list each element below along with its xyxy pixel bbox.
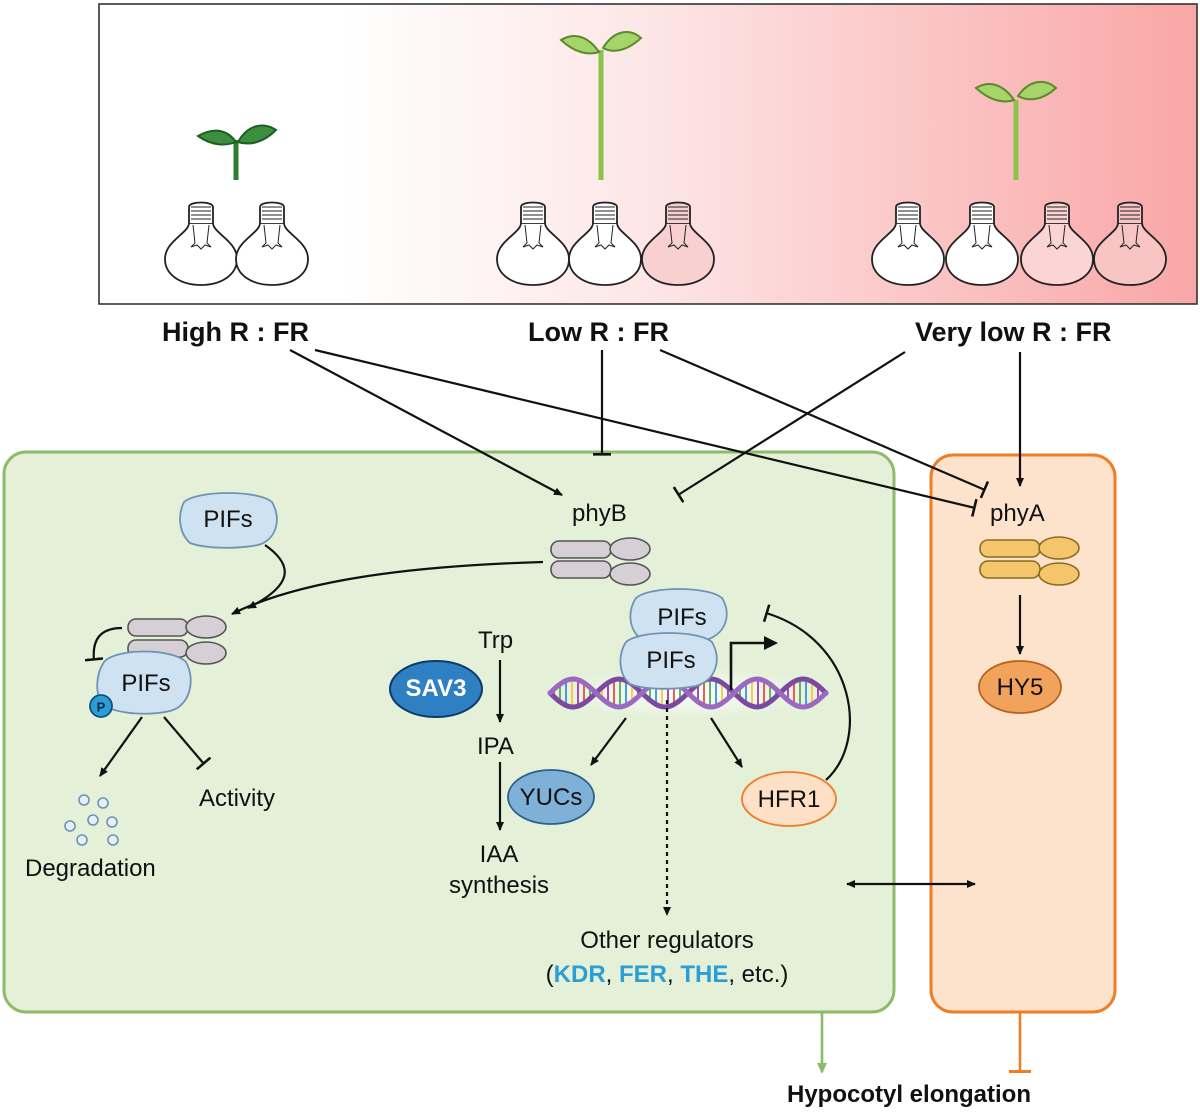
phyB-pathway-panel xyxy=(2,450,896,1014)
condition-high-label: High R : FR xyxy=(162,317,309,347)
phyB-label: phyB xyxy=(572,500,627,527)
seedling-icon xyxy=(974,80,1058,180)
dna-helix-icon xyxy=(544,667,832,719)
hfr1-node xyxy=(741,771,837,827)
photoreceptor-icon xyxy=(979,536,1080,586)
other-regulators-list: (KDR, FER, THE, etc.) xyxy=(546,963,789,987)
hfr1-label: HFR1 xyxy=(757,786,821,813)
phosphate-marker xyxy=(89,694,113,718)
pifs-label-bound: PIFs xyxy=(121,670,171,697)
light-bulb-icon xyxy=(164,201,238,286)
condition-very-low-label: Very low R : FR xyxy=(915,317,1112,347)
light-bulb-icon xyxy=(1020,201,1094,286)
photoreceptor-icon xyxy=(127,615,227,665)
condition-low-label: Low R : FR xyxy=(528,317,669,347)
phyA-label: phyA xyxy=(990,500,1045,527)
light-bulb-icon xyxy=(496,201,570,286)
light-bulb-icon xyxy=(235,201,309,286)
other-regulators-label: Other regulators xyxy=(580,927,754,954)
the-label: THE xyxy=(680,961,729,988)
yucs-node xyxy=(507,769,595,825)
light-bulb-icon xyxy=(641,201,715,286)
sav3-node xyxy=(389,660,483,718)
etc-label: , etc.) xyxy=(728,961,789,988)
photoreceptor-icon xyxy=(550,537,651,586)
phosphate-label: P xyxy=(96,699,106,715)
hy5-label: HY5 xyxy=(996,674,1044,701)
hypocotyl-elongation-label: Hypocotyl elongation xyxy=(786,1081,1032,1108)
pifs-label-dna-top: PIFs xyxy=(657,604,707,631)
degradation-dots-icon xyxy=(64,794,119,846)
transcription-start-arrow xyxy=(729,641,768,690)
light-bulb-icon xyxy=(1093,201,1167,286)
separator: , xyxy=(666,961,681,988)
pifs-blob-free xyxy=(179,492,278,549)
degradation-label: Degradation xyxy=(25,855,156,882)
seedling-icon xyxy=(559,31,643,180)
phyA-pathway-panel xyxy=(929,453,1117,1014)
separator: , xyxy=(605,961,619,988)
light-bulb-icon xyxy=(568,201,642,286)
iaa-synthesis-label: synthesis xyxy=(448,872,550,899)
light-bulb-icon xyxy=(945,201,1019,286)
ipa-label: IPA xyxy=(477,733,514,760)
pifs-label-free: PIFs xyxy=(203,506,253,533)
iaa-label: IAA xyxy=(479,841,519,868)
pifs-blob-dna-bottom xyxy=(619,632,718,690)
pathway-arrows xyxy=(84,544,1024,888)
trp-label: Trp xyxy=(478,627,514,654)
yucs-label: YUCs xyxy=(519,784,583,811)
fer-label: FER xyxy=(618,961,667,988)
seedling-icon xyxy=(196,124,278,180)
light-bulb-icon xyxy=(871,201,945,286)
kdr-label: KDR xyxy=(553,961,606,988)
sav3-label: SAV3 xyxy=(405,675,467,702)
condition-arrows xyxy=(289,348,1024,517)
pifs-label-dna-bottom: PIFs xyxy=(646,647,696,674)
paren-open: ( xyxy=(545,961,554,988)
hy5-node xyxy=(978,660,1062,714)
activity-label: Activity xyxy=(199,785,276,812)
